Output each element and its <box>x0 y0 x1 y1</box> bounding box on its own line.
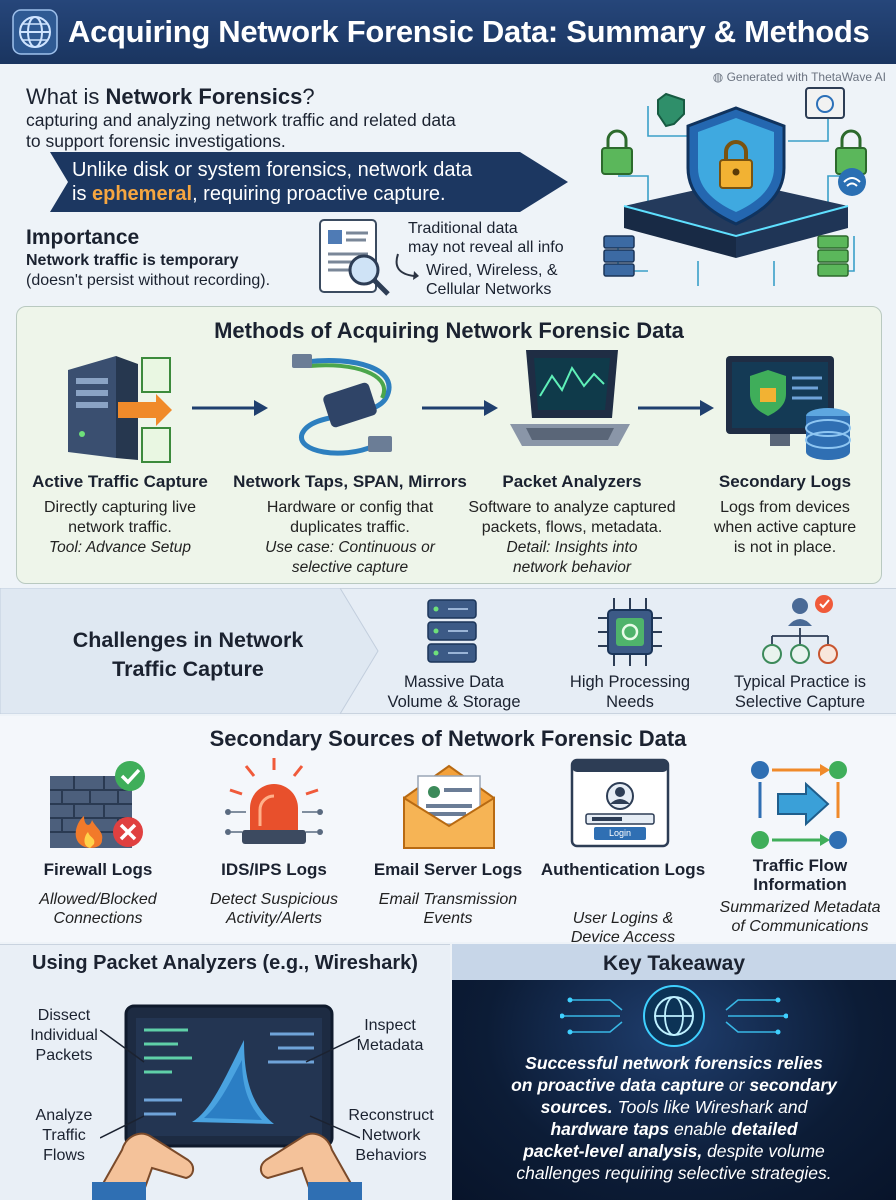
laptop-analyzer-icon <box>510 350 630 446</box>
source-item-ids-ips: IDS/IPS Logs Detect Suspicious Activity/… <box>209 860 339 927</box>
secondary-logs-monitor-icon <box>726 356 851 460</box>
key-takeaway-header <box>452 944 896 980</box>
server-stack-icon <box>427 599 477 663</box>
source-item-firewall: Firewall Logs Allowed/Blocked Connection… <box>39 860 157 927</box>
challenge-item-selective: Typical Practice is Selective Capture <box>733 673 867 711</box>
ephemeral-banner-text: Unlike disk or system forensics, network… <box>72 159 473 205</box>
curved-arrow-icon <box>395 253 419 280</box>
login-window-frame <box>570 758 670 848</box>
email-envelope-icon <box>403 764 495 849</box>
method-item-packet-analyzers: Packet Analyzers Software to analyze cap… <box>468 472 676 576</box>
intro-definition: capturing and analyzing network traffic … <box>26 110 456 151</box>
importance-note-networks: Wired, Wireless, & Cellular Networks <box>426 262 558 298</box>
selective-capture-hierarchy-icon <box>762 595 838 664</box>
globe-circuit-icon <box>560 985 788 1047</box>
traffic-flow-icon <box>751 761 847 849</box>
processor-chip-icon <box>598 598 662 666</box>
method-item-network-taps: Network Taps, SPAN, Mirrors Hardware or … <box>233 472 467 576</box>
source-item-email: Email Server Logs Email Transmission Eve… <box>373 860 523 927</box>
ephemeral-banner-arrow <box>50 152 568 212</box>
login-button: Login <box>594 827 646 840</box>
importance-note-traditional: Traditional data may not reveal all info <box>408 220 564 256</box>
document-search-icon <box>319 219 390 296</box>
analyzer-label-reconstruct: Reconstruct Network Behaviors <box>348 1107 434 1164</box>
secondary-heading: Secondary Sources of Network Forensic Da… <box>209 726 687 751</box>
login-window-icon: Login <box>570 758 670 850</box>
importance-heading: Importance <box>26 226 140 249</box>
analyzers-heading: Using Packet Analyzers (e.g., Wireshark) <box>32 952 418 974</box>
intro-question: What is Network Forensics? <box>26 84 315 109</box>
methods-heading: Methods of Acquiring Network Forensic Da… <box>214 318 684 343</box>
source-item-traffic-flow: Traffic Flow Information Summarized Meta… <box>719 856 881 935</box>
source-item-authentication: Authentication Logs User Logins & Device… <box>540 860 706 946</box>
wireshark-analyzer-illustration <box>92 1004 362 1200</box>
arrow-right-icon <box>422 400 498 416</box>
challenge-item-volume: Massive Data Volume & Storage <box>387 673 521 711</box>
arrow-right-icon <box>638 400 714 416</box>
method-item-active-capture: Active Traffic Capture Directly capturin… <box>32 472 208 556</box>
alarm-siren-icon <box>225 758 323 844</box>
network-tap-cable-icon <box>292 354 392 456</box>
analyzer-label-analyze: Analyze Traffic Flows <box>35 1107 93 1164</box>
page-header: Acquiring Network Forensic Data: Summary… <box>0 0 896 64</box>
importance-line1: Network traffic is temporary <box>26 252 239 269</box>
globe-icon <box>12 9 58 55</box>
challenges-arrow-panel <box>0 588 379 714</box>
arrow-right-icon <box>192 400 268 416</box>
takeaway-heading: Key Takeaway <box>602 952 746 975</box>
page-title: Acquiring Network Forensic Data: Summary… <box>68 14 870 49</box>
challenges-heading: Challenges in Network Traffic Capture <box>72 628 304 681</box>
network-security-illustration <box>601 87 867 286</box>
server-capture-icon <box>68 356 172 463</box>
takeaway-summary: Successful network forensics relies on p… <box>511 1053 837 1183</box>
importance-line2: (doesn't persist without recording). <box>26 272 271 289</box>
watermark-icon: ◍ <box>712 70 727 84</box>
firewall-icon <box>50 761 145 848</box>
challenge-item-processing: High Processing Needs <box>569 673 691 711</box>
credit-text: ◍ Generated with ThetaWave AI <box>712 70 886 84</box>
analyzer-callout-lines <box>100 1030 360 1139</box>
analyzer-label-dissect: Dissect Individual Packets <box>30 1007 98 1064</box>
analyzer-label-inspect: Inspect Metadata <box>356 1017 424 1054</box>
method-item-secondary-logs: Secondary Logs Logs from devices when ac… <box>713 472 857 556</box>
